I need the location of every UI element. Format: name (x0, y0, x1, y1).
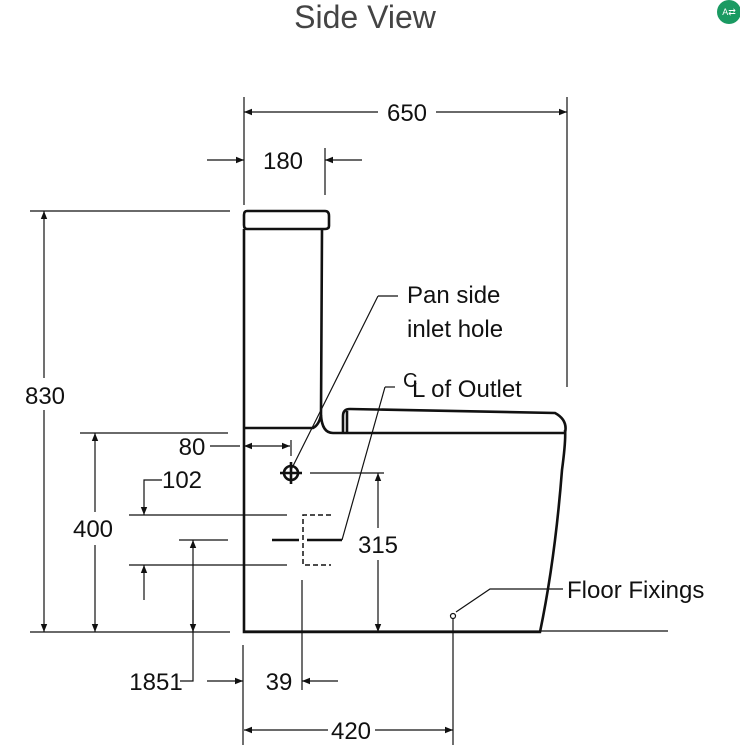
inlet-leader (290, 295, 379, 471)
dim-line (180, 540, 197, 682)
floor-fixing-point (449, 612, 457, 620)
outlet-label: L of Outlet (412, 376, 522, 403)
outlet-symbol (272, 386, 395, 566)
dim-315: 315 (358, 532, 398, 559)
dim-650: 650 (387, 100, 427, 127)
pan-inlet-label-line1: Pan side (407, 282, 500, 309)
dim-102: 102 (162, 467, 202, 494)
dim-180: 180 (263, 148, 303, 175)
drawing-title: Side View (294, 0, 437, 35)
dim-39: 39 (266, 669, 293, 696)
toilet-outline (242, 209, 668, 634)
dim-80: 80 (179, 434, 206, 461)
pan-inlet-label-line2: inlet hole (407, 316, 503, 343)
dim-line (140, 479, 162, 515)
inlet-hole-symbol (280, 462, 302, 484)
dim-420: 420 (331, 718, 371, 745)
centerline-symbol: C (403, 370, 417, 392)
floor-fixings-label: Floor Fixings (567, 577, 704, 604)
dim-830: 830 (25, 383, 65, 410)
translate-icon[interactable]: A⇄ (717, 0, 740, 24)
dim-400: 400 (73, 516, 113, 543)
floor-fixings-leader (455, 588, 563, 613)
dim-1851: 1851 (129, 669, 182, 696)
